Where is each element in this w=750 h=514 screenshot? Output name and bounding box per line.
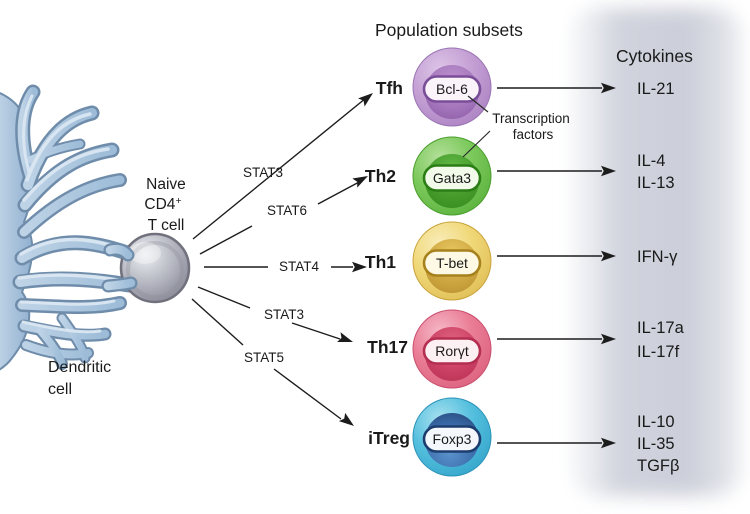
- stat-label-tfh: STAT3: [243, 165, 283, 180]
- dendritic-label-line1: Dendritic: [48, 359, 111, 376]
- tf-pill-foxp3: [422, 425, 482, 453]
- arrowhead-icon: [601, 333, 616, 345]
- arrowhead-icon: [601, 250, 616, 262]
- subset-label-th1: Th1: [365, 252, 396, 272]
- differentiation-arrows: STAT3 STAT6 STAT4 STAT3 STAT5: [191, 93, 373, 426]
- subset-label-tfh: Tfh: [376, 78, 403, 98]
- arrowhead-icon: [601, 165, 616, 177]
- arrowhead-icon: [601, 82, 616, 94]
- arrowhead-icon: [338, 412, 354, 426]
- cytokine-il17f: IL-17f: [637, 343, 680, 361]
- stat-label-th1: STAT4: [279, 259, 319, 274]
- cytokine-il10: IL-10: [637, 413, 675, 431]
- cytokine-il17a: IL-17a: [637, 319, 685, 337]
- stat-label-itreg: STAT5: [244, 350, 284, 365]
- cytokine-il21: IL-21: [637, 80, 675, 98]
- dendritic-cell-label: Dendritic cell: [48, 359, 111, 398]
- population-subsets-title: Population subsets: [375, 20, 523, 40]
- stat-label-th2: STAT6: [267, 203, 307, 218]
- arrowhead-icon: [337, 332, 353, 343]
- cytokine-il4: IL-4: [637, 152, 665, 170]
- tf-label-foxp3: Foxp3: [433, 431, 472, 447]
- transcription-factors-line2: factors: [513, 127, 554, 142]
- itreg-cell: iTreg Foxp3: [368, 397, 492, 477]
- cytokine-il13: IL-13: [637, 174, 675, 192]
- dendrite-outlines: [12, 84, 137, 370]
- naive-label-line3: T cell: [148, 217, 185, 234]
- th17-cell: Th17 Rorγt: [367, 309, 492, 389]
- arrow-stat3b-head: [291, 322, 341, 340]
- tf-label-bcl6: Bcl-6: [436, 81, 468, 97]
- transcription-factors-line1: Transcription: [492, 111, 570, 126]
- tf-label-gata3: Gata3: [433, 170, 471, 186]
- arrowhead-icon: [601, 437, 616, 449]
- sphere-highlight: [129, 242, 161, 264]
- cytokine-il35: IL-35: [637, 435, 675, 453]
- pointer-line-bcl6: [467, 95, 489, 113]
- dendritic-cell-illustration: [0, 84, 137, 371]
- cytokine-arrows: [497, 82, 616, 449]
- tf-pill-tbet: [422, 249, 482, 277]
- naive-label-line1: Naive: [146, 176, 186, 193]
- tf-label-tbet: T-bet: [436, 255, 468, 271]
- tfh-cell: Tfh Bcl-6: [376, 47, 492, 127]
- subset-label-th17: Th17: [367, 337, 408, 357]
- cytokine-tgfb: TGFβ: [637, 457, 679, 475]
- pointer-line-gata3: [462, 130, 491, 158]
- dendrite-tip: [105, 244, 133, 260]
- th1-cell: Th1 T-bet: [365, 221, 492, 301]
- subset-label-itreg: iTreg: [368, 428, 410, 448]
- background-gradient-band: [572, 8, 740, 496]
- stat-label-th17: STAT3: [264, 307, 304, 322]
- naive-t-cell-label: Naive CD4+ T cell: [144, 176, 185, 234]
- th2-cell: Th2 Gata3: [365, 136, 492, 216]
- cytokines-title: Cytokines: [616, 46, 693, 66]
- tf-pill-gata3: [422, 164, 482, 192]
- arrow-stat5-tail: [191, 298, 244, 346]
- subset-label-th2: Th2: [365, 166, 396, 186]
- arrowhead-icon: [358, 93, 373, 107]
- arrow-stat3-tfh: [192, 97, 367, 240]
- cytokine-ifng: IFN-γ: [637, 248, 678, 266]
- arrow-stat6-head: [317, 180, 362, 205]
- dendritic-label-line2: cell: [48, 381, 72, 398]
- naive-t-cell-sphere: [119, 232, 191, 304]
- arrow-stat6-tail: [199, 225, 253, 255]
- naive-label-line2: CD4+: [144, 195, 181, 213]
- arrow-stat5-head: [273, 368, 342, 420]
- arrowhead-icon: [352, 261, 367, 273]
- arrowhead-icon: [352, 176, 368, 188]
- arrow-stat3b-tail: [197, 286, 251, 309]
- tf-label-rorgt: Rorγt: [435, 343, 469, 359]
- naive-t-cell-rim: [126, 241, 184, 299]
- transcription-factors-annotation: Transcription factors: [462, 95, 570, 158]
- tf-pill-rorgt: [422, 337, 482, 365]
- dendrite-tip: [103, 278, 136, 291]
- naive-t-cell: [101, 232, 191, 304]
- tf-pill-bcl6: [422, 75, 482, 103]
- cytokine-labels: IL-21 IL-4 IL-13 IFN-γ IL-17a IL-17f IL-…: [637, 80, 685, 475]
